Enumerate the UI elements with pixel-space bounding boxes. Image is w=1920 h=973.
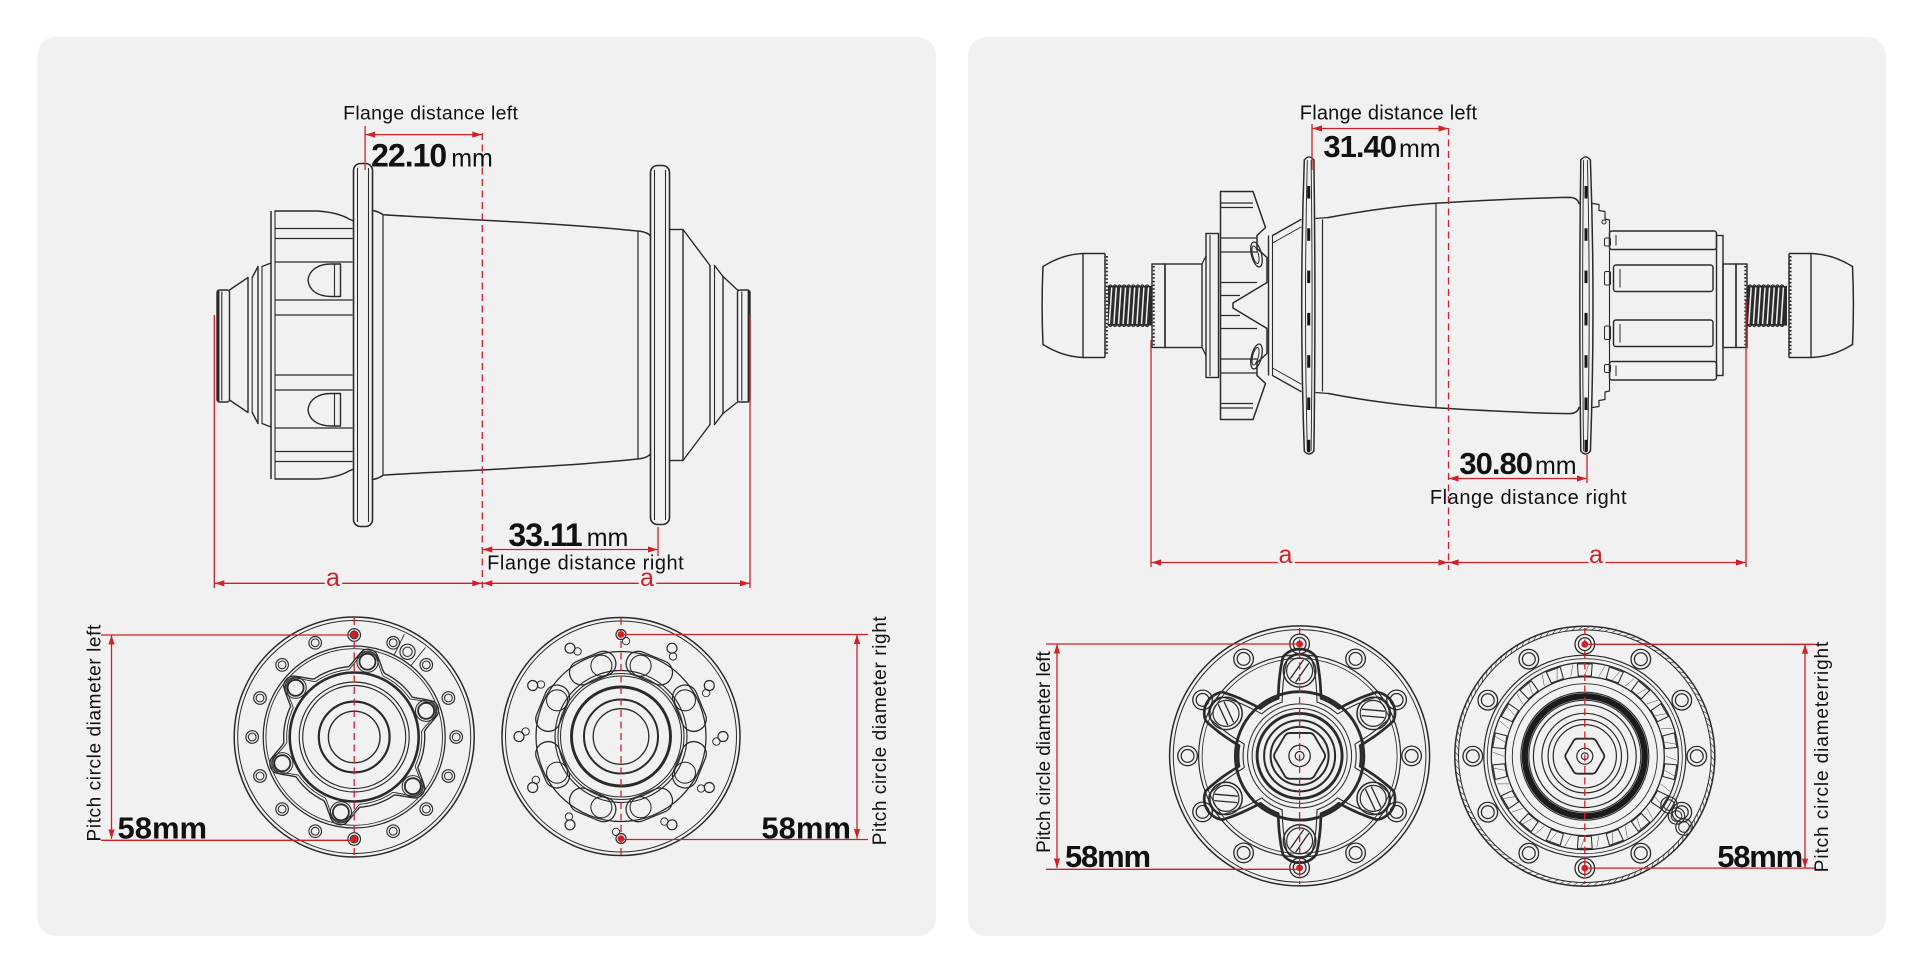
svg-text:Pitch circle diameter right: Pitch circle diameter right	[870, 616, 891, 846]
svg-text:Flange distance right: Flange distance right	[1430, 487, 1627, 509]
svg-text:a: a	[1278, 541, 1292, 569]
svg-text:Pitch circle diameter left: Pitch circle diameter left	[85, 624, 106, 841]
svg-text:a: a	[326, 564, 340, 592]
svg-text:58mm: 58mm	[1717, 839, 1802, 874]
svg-text:58mm: 58mm	[761, 811, 851, 846]
svg-text:Flange distance right: Flange distance right	[487, 552, 684, 574]
svg-text:58mm: 58mm	[118, 811, 208, 846]
svg-text:Pitch circle diameter left: Pitch circle diameter left	[1034, 650, 1055, 852]
svg-text:58mm: 58mm	[1065, 839, 1150, 874]
svg-text:a: a	[640, 564, 654, 592]
svg-text:Pitch circle diameterright: Pitch circle diameterright	[1812, 641, 1833, 872]
svg-text:Flange distance left: Flange distance left	[1300, 103, 1478, 125]
svg-text:Flange distance left: Flange distance left	[343, 103, 518, 125]
svg-text:a: a	[1589, 541, 1603, 569]
